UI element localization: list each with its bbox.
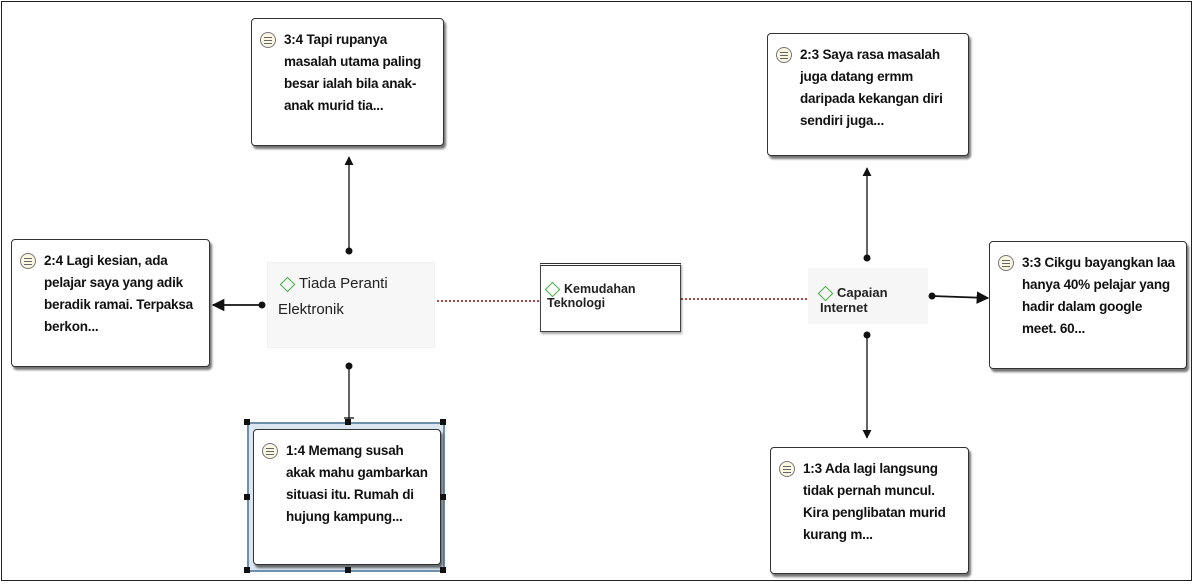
resize-handle-n[interactable] <box>345 419 351 425</box>
quote-node-2-4[interactable]: 2:4 Lagi kesian, ada pelajar saya yang a… <box>11 239 210 367</box>
quote-node-1-3[interactable]: 1:3 Ada lagi langsung tidak pernah muncu… <box>770 447 969 574</box>
quote-node-1-4[interactable]: 1:4 Memang susah akak mahu gambarkan sit… <box>253 429 441 565</box>
quote-text: 3:3 Cikgu bayangkan laa hanya 40% pelaja… <box>1022 255 1175 336</box>
resize-handle-s[interactable] <box>345 567 351 573</box>
code-label: Kemudahan Teknologi <box>547 282 636 310</box>
code-diamond-icon <box>817 285 834 302</box>
quote-node-2-3[interactable]: 2:3 Saya rasa masalah juga datang ermm d… <box>767 33 969 156</box>
code-diamond-icon <box>279 276 296 292</box>
resize-handle-se[interactable] <box>440 567 446 573</box>
code-label: Capaian Internet <box>820 285 888 315</box>
quote-text: 2:3 Saya rasa masalah juga datang ermm d… <box>800 47 943 128</box>
resize-handle-e[interactable] <box>440 494 446 500</box>
code-node-capaian-internet[interactable]: Capaian Internet <box>808 268 928 324</box>
resize-handle-ne[interactable] <box>440 419 446 425</box>
quote-text: 1:4 Memang susah akak mahu gambarkan sit… <box>286 443 428 524</box>
quotation-icon <box>779 461 795 477</box>
resize-handle-sw[interactable] <box>244 567 250 573</box>
quotation-icon <box>998 255 1014 271</box>
quotation-icon <box>262 443 278 459</box>
code-label: Tiada Peranti Elektronik <box>278 275 388 318</box>
quotation-icon <box>20 253 36 269</box>
code-node-tiada-peranti-elektronik[interactable]: Tiada Peranti Elektronik <box>267 262 435 348</box>
quote-text: 2:4 Lagi kesian, ada pelajar saya yang a… <box>44 253 193 334</box>
quote-text: 1:3 Ada lagi langsung tidak pernah muncu… <box>803 461 946 542</box>
quotation-icon <box>260 32 276 48</box>
quotation-icon <box>776 47 792 63</box>
quote-node-3-4[interactable]: 3:4 Tapi rupanya masalah utama paling be… <box>251 18 444 146</box>
code-node-kemudahan-teknologi[interactable]: Kemudahan Teknologi <box>540 263 681 332</box>
resize-handle-nw[interactable] <box>244 419 250 425</box>
quote-node-3-3[interactable]: 3:3 Cikgu bayangkan laa hanya 40% pelaja… <box>989 241 1187 369</box>
resize-handle-w[interactable] <box>244 494 250 500</box>
quote-text: 3:4 Tapi rupanya masalah utama paling be… <box>284 32 422 113</box>
